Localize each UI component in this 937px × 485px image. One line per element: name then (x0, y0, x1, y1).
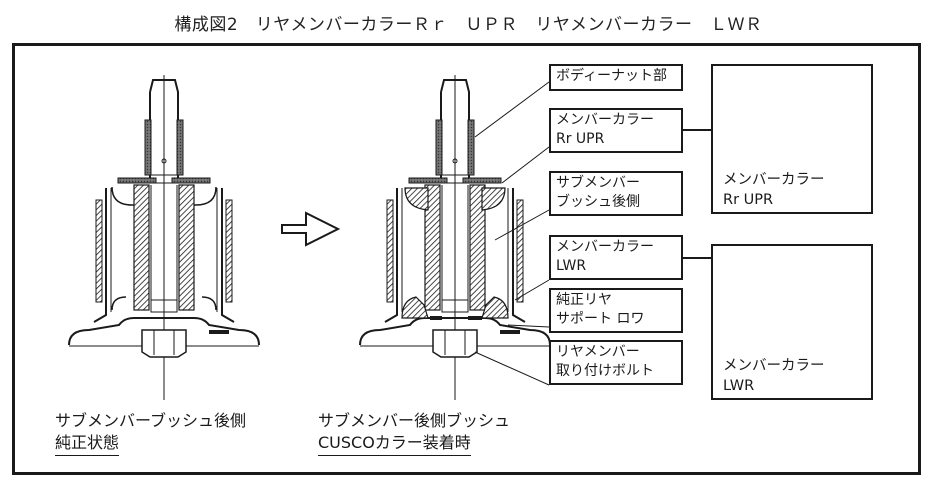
caption-underlined: CUSCOカラー装着時 (318, 432, 471, 456)
callout-text: サブメンバー (556, 175, 640, 191)
part-sub: Rr UPR (723, 192, 774, 208)
callout-text: LWR (556, 258, 587, 274)
callout-text: ブッシュ後側 (556, 194, 640, 210)
part-sub: LWR (723, 378, 755, 394)
part-name: メンバーカラー (723, 358, 825, 374)
cusco-bushing-drawing (359, 74, 551, 401)
leader-lines (474, 81, 711, 386)
callout-text: サポート ロワ (556, 311, 645, 327)
part-label: メンバーカラー Rr UPR (723, 170, 825, 210)
callout-text: メンバーカラー (556, 239, 654, 255)
diagram-frame (12, 43, 921, 475)
callout-body-nut: ボディーナット部 (549, 64, 683, 91)
part-label: メンバーカラー LWR (723, 356, 825, 396)
right-arrow-icon (281, 211, 341, 247)
caption-stock: サブメンバーブッシュ後側 純正状態 (55, 410, 246, 456)
callout-text: Rr UPR (556, 131, 605, 147)
stock-bushing-drawing (68, 74, 260, 401)
caption-line: サブメンバーブッシュ後側 (55, 411, 247, 430)
callout-text: 純正リヤ (556, 292, 612, 308)
callout-rear-member-bolt: リヤメンバー 取り付けボルト (549, 340, 683, 385)
caption-line: サブメンバー後側ブッシュ (318, 411, 511, 430)
diagram-title: 構成図2 リヤメンバーカラーＲｒ ＵＰＲ リヤメンバーカラー ＬＷＲ (174, 15, 763, 35)
part-name: メンバーカラー (723, 172, 825, 188)
caption-underlined: 純正状態 (55, 432, 120, 456)
part-box-upper-collar: メンバーカラー Rr UPR (711, 64, 873, 214)
callout-text: メンバーカラー (556, 112, 654, 128)
part-box-lower-collar: メンバーカラー LWR (711, 244, 873, 400)
callout-submember-bushing: サブメンバー ブッシュ後側 (549, 171, 683, 216)
callout-member-collar-upr: メンバーカラー Rr UPR (549, 108, 683, 153)
caption-cusco: サブメンバー後側ブッシュ CUSCOカラー装着時 (318, 410, 510, 456)
callout-text: ボディーナット部 (556, 68, 668, 84)
callout-text: リヤメンバー (556, 344, 640, 360)
callout-text: 取り付けボルト (556, 363, 654, 379)
callout-member-collar-lwr: メンバーカラー LWR (549, 235, 683, 280)
callout-stock-rear-support: 純正リヤ サポート ロワ (549, 288, 683, 333)
